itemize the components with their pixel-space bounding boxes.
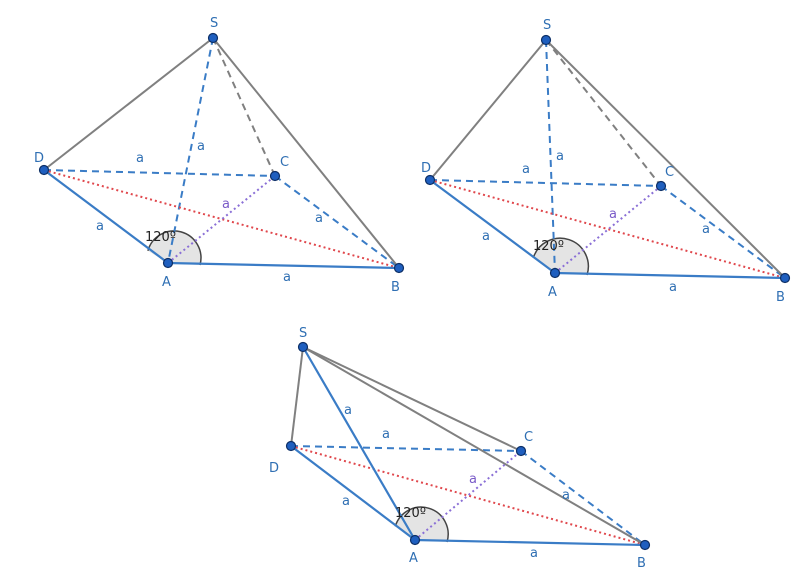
angle-sector-a xyxy=(147,230,201,265)
edge-sb xyxy=(302,346,646,546)
diagonal-db xyxy=(43,169,400,269)
edge-cb-hidden xyxy=(660,185,786,279)
label-s: S xyxy=(543,18,551,33)
angle-label: 120º xyxy=(395,506,426,521)
figure-2: S D C A B a a a a a a 120º xyxy=(421,18,791,305)
vertex-b xyxy=(393,262,405,274)
edge-sd xyxy=(429,39,547,181)
edge-sa-hidden xyxy=(545,39,556,274)
side-label-ab: a xyxy=(530,546,538,561)
diagonal-ac xyxy=(554,185,662,274)
edge-sc xyxy=(302,346,522,452)
label-s: S xyxy=(299,326,307,341)
edge-sa xyxy=(302,346,416,541)
edge-sd xyxy=(290,346,304,447)
vertex-a xyxy=(162,257,174,269)
vertex-a xyxy=(409,534,421,546)
angle-label: 120º xyxy=(145,230,176,245)
edge-cb-hidden xyxy=(274,175,400,269)
side-label-sa: a xyxy=(344,403,352,418)
vertex-c xyxy=(515,445,527,457)
label-a: A xyxy=(409,551,418,566)
label-b: B xyxy=(637,556,646,571)
label-d: D xyxy=(34,151,44,166)
figure-3: S D C A B a a a a a a 120º xyxy=(269,326,651,571)
side-label-da: a xyxy=(342,494,350,509)
vertex-a xyxy=(549,267,561,279)
angle-label: 120º xyxy=(533,239,564,254)
edge-dc-hidden xyxy=(43,169,276,177)
edge-cb-hidden xyxy=(520,450,646,546)
angle-sector-a xyxy=(395,507,449,542)
edge-sd xyxy=(43,37,214,171)
edge-sc-hidden xyxy=(212,37,276,177)
side-label-ac: a xyxy=(609,207,617,222)
diagonal-ac xyxy=(414,450,522,541)
edge-ab xyxy=(554,271,786,280)
side-label-dc: a xyxy=(522,162,530,177)
edge-dc-hidden xyxy=(429,179,662,187)
label-c: C xyxy=(665,165,674,180)
side-label-ac: a xyxy=(222,197,230,212)
label-c: C xyxy=(280,155,289,170)
vertex-s xyxy=(297,341,309,353)
angle-arc-a xyxy=(147,230,202,266)
edge-sb xyxy=(545,39,786,279)
vertex-b xyxy=(779,272,791,284)
edge-da xyxy=(290,445,416,541)
label-d: D xyxy=(421,161,431,176)
side-label-cb: a xyxy=(315,211,323,226)
vertex-s xyxy=(207,32,219,44)
edge-ab xyxy=(414,538,646,547)
side-label-cb: a xyxy=(702,222,710,237)
edge-sc-hidden xyxy=(545,39,662,187)
side-label-cb: a xyxy=(562,488,570,503)
vertex-b xyxy=(639,539,651,551)
side-label-ab: a xyxy=(283,270,291,285)
edge-da xyxy=(43,169,169,264)
vertex-d xyxy=(285,440,297,452)
vertex-s xyxy=(540,34,552,46)
diagonal-ac xyxy=(167,175,276,264)
edge-sb xyxy=(212,37,400,269)
side-label-dc: a xyxy=(382,427,390,442)
label-d: D xyxy=(269,461,279,476)
side-label-ab: a xyxy=(669,280,677,295)
figure-1: S D C A B a a a a a a 120º xyxy=(34,16,405,295)
diagonal-db xyxy=(290,445,646,546)
angle-arc-a xyxy=(532,237,590,276)
side-label-sa: a xyxy=(556,149,564,164)
label-a: A xyxy=(162,275,171,290)
edge-dc-hidden xyxy=(290,445,522,452)
side-label-sa: a xyxy=(197,139,205,154)
side-label-dc: a xyxy=(136,151,144,166)
edge-ab xyxy=(167,261,400,270)
edge-da xyxy=(429,179,556,274)
label-c: C xyxy=(524,430,533,445)
label-a: A xyxy=(548,285,557,300)
vertex-c xyxy=(269,170,281,182)
label-b: B xyxy=(776,290,785,305)
label-b: B xyxy=(391,280,400,295)
side-label-ac: a xyxy=(469,472,477,487)
vertex-d xyxy=(424,174,436,186)
side-label-da: a xyxy=(482,229,490,244)
vertex-c xyxy=(655,180,667,192)
diagonal-db xyxy=(429,179,786,279)
edge-sa-hidden xyxy=(167,37,214,264)
label-s: S xyxy=(210,16,218,31)
vertex-d xyxy=(38,164,50,176)
side-label-da: a xyxy=(96,219,104,234)
